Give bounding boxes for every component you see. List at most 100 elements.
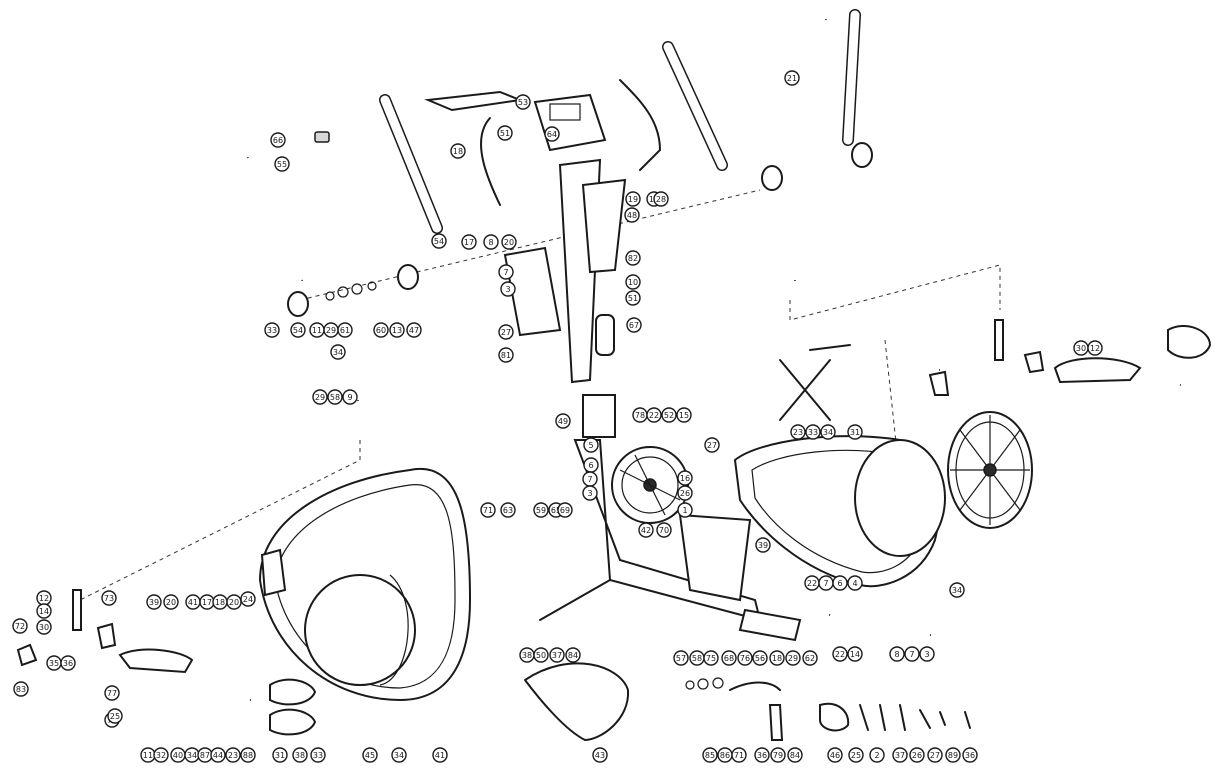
part-callout-c-mid-4: 7 [582,471,598,487]
part-callout-c-mid-3: 6 [583,457,599,473]
part-callout-c-b-33: 2 [869,747,885,763]
callout-number: 31 [850,428,860,437]
callout-number: 26 [912,751,922,760]
callout-circle [919,646,935,662]
callout-circle [498,347,514,363]
callout-circle [820,424,836,440]
callout-circle [638,522,654,538]
callout-number: 27 [501,328,511,337]
part-callout-c-up-39: 33 [805,424,821,440]
right-pedal-assembly [928,319,1212,396]
callout-number: 17 [464,238,474,247]
callout-circle [483,234,499,250]
callout-circle [790,424,806,440]
part-callout-c-b-17: 58 [689,650,705,666]
callout-circle [500,281,516,297]
callout-circle [832,575,848,591]
part-callout-c-b-32: 25 [848,747,864,763]
callout-number: 77 [107,689,117,698]
part-callout-c-l-17: 20 [226,594,242,610]
callout-number: 88 [243,751,253,760]
callout-circle [625,274,641,290]
part-callout-c-r-7: 8 [889,646,905,662]
part-callout-c-b-11: 33 [310,747,326,763]
callout-number: 18 [215,598,225,607]
callout-number: 33 [267,326,277,335]
part-callout-c-b-19: 68 [721,650,737,666]
callout-number: 2 [874,751,879,760]
callout-circle [677,470,693,486]
callout-number: 27 [930,751,940,760]
callout-number: 25 [110,712,120,721]
callout-circle [342,389,358,405]
callout-circle [848,747,864,763]
callout-number: 59 [536,506,546,515]
callout-circle [661,407,677,423]
callout-circle [337,322,353,338]
part-callout-c-mid-14: 42 [638,522,654,538]
part-callout-c-l-12: 39 [146,594,162,610]
callout-circle [949,582,965,598]
callout-number: 60 [376,326,386,335]
callout-circle [555,413,571,429]
callout-number: 36 [63,659,73,668]
part-callout-c-up-1: 66 [270,132,286,148]
callout-circle [515,94,531,110]
part-callout-c-b-37: 89 [945,747,961,763]
part-callout-c-b-2: 32 [153,747,169,763]
callout-circle [625,191,641,207]
callout-number: 36 [965,751,975,760]
part-callout-c-up-10: 20 [501,234,517,250]
callout-number: 18 [453,147,463,156]
callout-number: 3 [587,489,592,498]
callout-number: 41 [435,751,445,760]
part-callout-c-l-3: 30 [36,619,52,635]
callout-circle [755,537,771,553]
part-callout-c-up-33: 10 [625,274,641,290]
callout-number: 29 [788,654,798,663]
part-callout-c-l-16: 18 [212,594,228,610]
callout-circle [290,322,306,338]
callout-number: 48 [627,211,637,220]
callout-circle [702,747,718,763]
part-callout-c-mid-9: 15 [676,407,692,423]
part-callout-c-mid-11: 16 [677,470,693,486]
callout-circle [656,522,672,538]
callout-circle [869,747,885,763]
callout-number: 7 [503,268,508,277]
callout-circle [373,322,389,338]
part-callout-c-mid-6: 78 [632,407,648,423]
callout-circle [626,317,642,333]
callout-circle [892,747,908,763]
part-callout-c-b-12: 45 [362,747,378,763]
callout-number: 37 [895,751,905,760]
callout-circle [784,70,800,86]
callout-circle [770,747,786,763]
part-callout-c-b-36: 27 [927,747,943,763]
callout-number: 6 [837,579,842,588]
callout-circle [889,646,905,662]
callout-circle [721,650,737,666]
callout-number: 38 [295,751,305,760]
part-callout-c-up-22: 13 [389,322,405,338]
callout-number: 23 [793,428,803,437]
part-callout-c-b-16: 57 [673,650,689,666]
callout-number: 42 [641,526,651,535]
part-callout-c-up-15: 48 [624,207,640,223]
callout-circle [927,747,943,763]
part-callout-c-l-1: 12 [36,590,52,606]
part-callout-c-up-9: 8 [483,234,499,250]
callout-number: 24 [243,595,253,604]
callout-number: 7 [587,475,592,484]
callout-number: 84 [790,751,800,760]
callout-number: 12 [1090,344,1100,353]
part-callout-c-b-23: 29 [785,650,801,666]
callout-number: 17 [202,598,212,607]
part-callout-c-b-38: 36 [962,747,978,763]
callout-number: 35 [49,659,59,668]
callout-number: 69 [560,506,570,515]
part-callout-c-l-15: 17 [199,594,215,610]
callout-circle [498,264,514,280]
callout-circle [769,650,785,666]
